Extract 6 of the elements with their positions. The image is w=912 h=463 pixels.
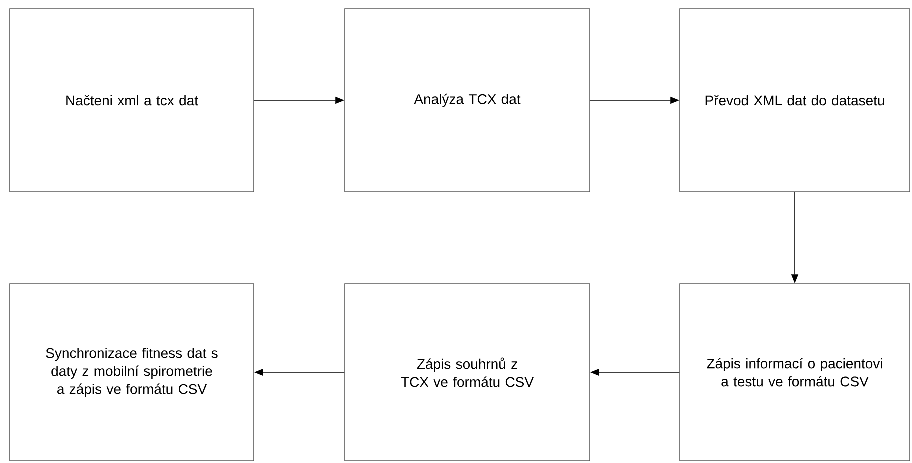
- process-box: Zápis souhrnů z TCX ve formátu CSV: [344, 284, 590, 462]
- process-box: Zápis informací o pacientovi a testu ve formátu CSV: [680, 284, 910, 462]
- process-box: Synchronizace fitness dat s daty z mobilní spirometrie a zápis ve formátu CSV: [10, 284, 254, 462]
- process-box: Převod XML dat do datasetu: [680, 8, 910, 192]
- process-box: Načteni xml a tcx dat: [10, 8, 254, 192]
- process-box: Analýza TCX dat: [344, 8, 590, 192]
